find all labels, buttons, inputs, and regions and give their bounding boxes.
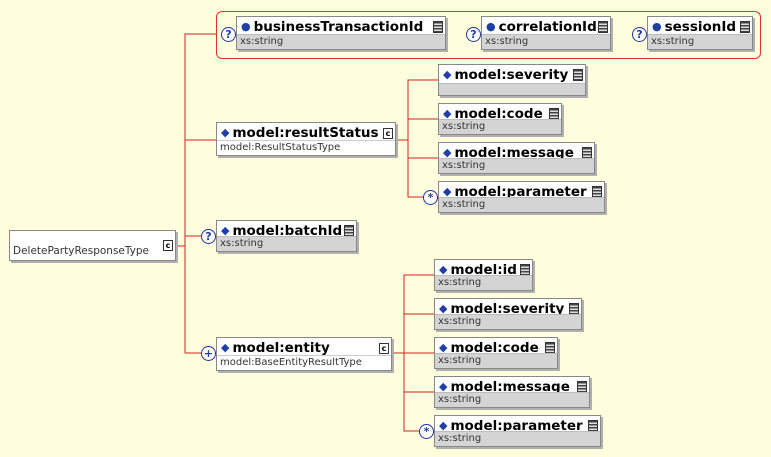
attribute-type: xs:string [237,34,445,49]
element-name: model:parameter [454,184,587,200]
complex-type-icon: c [379,343,389,354]
element-name: model:message [454,145,574,161]
element-entity-severity[interactable]: ◆model:severity xs:string [434,298,582,330]
attribute-sessionid[interactable]: ●sessionId xs:string [647,16,753,50]
attribute-icon: ● [652,20,662,33]
attribute-type: xs:string [482,34,610,49]
element-entity-parameter[interactable]: ◆model:parameter xs:string [434,415,601,447]
element-entity-code[interactable]: ◆model:code xs:string [434,337,558,369]
root-type-node[interactable]: DeletePartyResponseType c [9,230,176,261]
element-rs-message[interactable]: ◆model:message xs:string [438,142,595,174]
attribute-name: sessionId [664,19,737,35]
attribute-icon: ● [486,20,496,33]
element-type: xs:string [439,119,561,134]
optional-icon: ? [632,27,647,42]
optional-icon: ? [201,229,216,244]
element-name: model:resultStatus [232,125,379,141]
documentation-icon [433,21,443,33]
optional-icon: ? [221,27,236,42]
element-name: model:entity [232,340,330,356]
element-icon: ◆ [439,380,448,393]
element-icon: ◆ [443,146,452,159]
element-icon: ◆ [221,126,230,139]
connector-rs-severity [395,79,438,141]
zero-or-more-icon: * [423,190,438,205]
element-entity-id[interactable]: ◆model:id xs:string [434,259,533,291]
documentation-icon [740,21,750,33]
element-icon: ◆ [439,302,448,315]
element-type: xs:string [435,392,589,407]
element-rs-code[interactable]: ◆model:code xs:string [438,103,562,135]
element-icon: ◆ [439,419,448,432]
element-entity[interactable]: ◆model:entity c model:BaseEntityResultTy… [216,337,392,371]
element-type: model:BaseEntityResultType [217,355,391,370]
zero-or-more-icon: * [419,424,434,439]
element-icon: ◆ [221,224,230,237]
element-entity-message[interactable]: ◆model:message xs:string [434,376,590,408]
documentation-icon [573,69,583,81]
element-name: model:severity [454,67,569,83]
element-icon: ◆ [221,341,230,354]
element-icon: ◆ [439,263,448,276]
element-name: model:code [454,106,543,122]
complex-type-icon: c [163,240,173,251]
element-type: xs:string [435,353,557,368]
attribute-icon: ● [241,20,251,33]
element-type: xs:string [439,197,604,212]
element-icon: ◆ [443,107,452,120]
attribute-name: businessTransactionId [253,19,424,35]
element-icon: ◆ [443,68,452,81]
root-type-label: DeletePartyResponseType [10,245,175,260]
element-name: model:id [450,262,517,278]
attribute-name: correlationId [498,19,597,35]
attribute-group [216,11,761,59]
documentation-icon [598,21,608,33]
element-icon: ◆ [443,185,452,198]
element-type: xs:string [435,431,600,446]
attribute-correlationid[interactable]: ●correlationId xs:string [481,16,611,50]
element-resultstatus[interactable]: ◆model:resultStatus c model:ResultStatus… [216,122,396,156]
element-rs-severity[interactable]: ◆model:severity [438,64,586,96]
element-name: model:code [450,340,539,356]
element-type [439,83,585,95]
optional-icon: ? [466,27,481,42]
connector-rs-parameter [407,140,438,198]
element-type: xs:string [439,158,594,173]
one-or-more-icon: + [201,346,216,361]
complex-type-icon: c [383,128,393,139]
element-name: model:severity [450,301,565,317]
element-name: model:parameter [450,418,583,434]
attribute-type: xs:string [648,34,752,49]
element-type: xs:string [217,236,356,251]
element-icon: ◆ [439,341,448,354]
element-name: model:message [450,379,570,395]
element-type: xs:string [435,314,581,329]
element-type: xs:string [435,275,532,290]
element-batchid[interactable]: ◆model:batchId xs:string [216,220,357,252]
attribute-businesstransactionid[interactable]: ●businessTransactionId xs:string [236,16,446,50]
element-name: model:batchId [232,223,343,239]
element-type: model:ResultStatusType [217,140,395,155]
element-rs-parameter[interactable]: ◆model:parameter xs:string [438,181,605,213]
